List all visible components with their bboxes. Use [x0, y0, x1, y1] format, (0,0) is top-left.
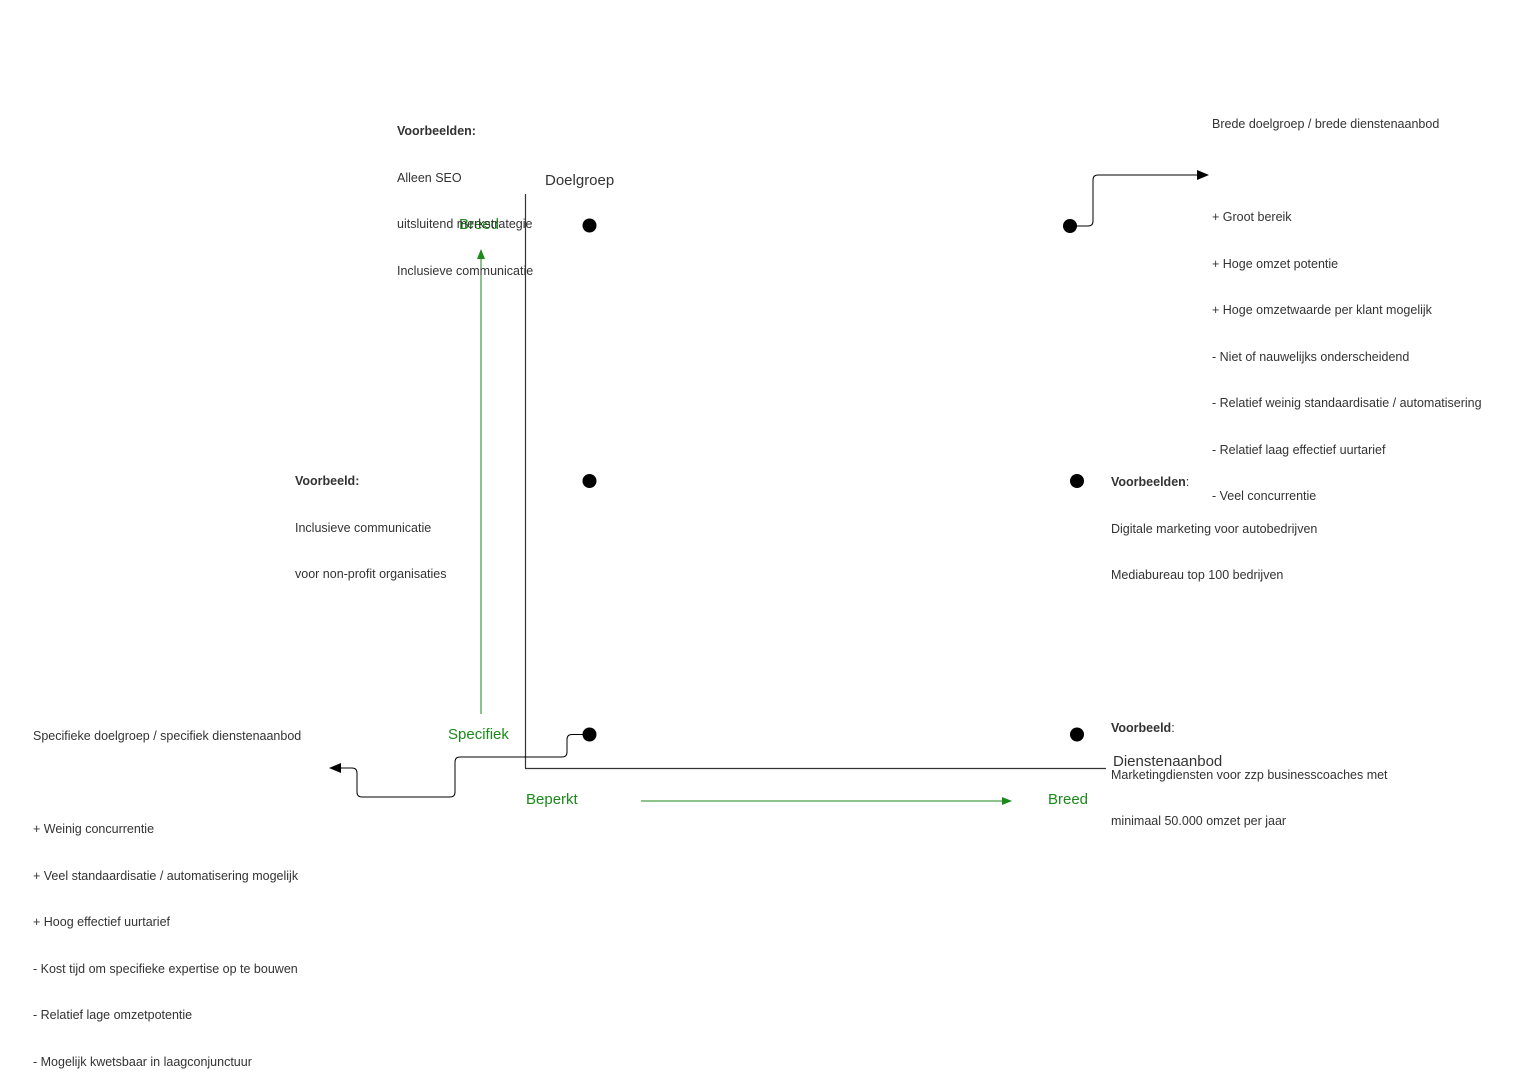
description-line: - Relatief laag effectief uurtarief — [1212, 442, 1386, 457]
description-title: Specifieke doelgroep / specifiek dienste… — [33, 729, 302, 743]
note-top-left: Voorbeelden: Alleen SEO uitsluitend merk… — [397, 93, 533, 295]
y-high-label: Breed — [459, 216, 500, 233]
note-heading: Voorbeeld — [1111, 721, 1172, 735]
note-line: Alleen SEO — [397, 170, 462, 185]
dot-bottom-left — [582, 727, 597, 742]
description-line: + Groot bereik — [1212, 210, 1292, 224]
note-line: Inclusieve communicatie — [295, 520, 432, 535]
description-line: + Veel standaardisatie / automatisering … — [33, 868, 299, 883]
x-high-label: Breed — [1048, 791, 1089, 808]
dot-mid-right — [1070, 474, 1084, 488]
connector-bottom-left — [329, 734, 589, 798]
x-axis-title: Dienstenaanbod — [1113, 753, 1223, 770]
note-line: Marketingdiensten voor zzp businesscoach… — [1111, 767, 1388, 782]
note-heading-suffix: : — [1171, 721, 1175, 735]
note-bottom-right: Voorbeeld: Marketingdiensten voor zzp bu… — [1111, 690, 1388, 845]
diagram-canvas — [329, 170, 1209, 805]
y-axis-title: Doelgroep — [545, 172, 615, 189]
description-title: Brede doelgroep / brede dienstenaanbod — [1212, 117, 1440, 131]
dot-top-left — [582, 218, 597, 233]
description-line: - Relatief lage omzetpotentie — [33, 1008, 193, 1022]
description-line: - Mogelijk kwetsbaar in laagconjunctuur — [33, 1054, 252, 1069]
note-line: uitsluitend merkstrategie — [397, 217, 533, 231]
description-line: - Niet of nauwelijks onderscheidend — [1212, 349, 1410, 364]
description-line: + Hoog effectief uurtarief — [33, 915, 171, 929]
x-low-label: Beperkt — [526, 791, 578, 808]
note-line: voor non-profit organisaties — [295, 567, 447, 581]
note-mid-right: Voorbeelden: Digitale marketing voor aut… — [1111, 444, 1317, 599]
note-mid-left: Voorbeeld: Inclusieve communicatie voor … — [295, 443, 446, 598]
note-line: Mediabureau top 100 bedrijven — [1111, 568, 1284, 582]
y-low-label: Specifiek — [448, 726, 509, 743]
note-heading: Voorbeelden — [1111, 475, 1186, 489]
description-line: - Relatief weinig standaardisatie / auto… — [1212, 396, 1482, 410]
note-heading: Voorbeeld: — [295, 474, 360, 488]
description-bottom-left: Specifieke doelgroep / specifiek dienste… — [33, 698, 301, 1086]
note-heading-suffix: : — [1185, 475, 1190, 489]
note-heading: Voorbeelden: — [397, 124, 476, 138]
note-line: Inclusieve communicatie — [397, 263, 534, 278]
dot-mid-left — [582, 474, 597, 488]
note-line: minimaal 50.000 omzet per jaar — [1111, 814, 1287, 828]
description-line: - Kost tijd om specifieke expertise op t… — [33, 961, 298, 976]
dot-bottom-right — [1070, 727, 1084, 742]
description-line: + Hoge omzetwaarde per klant mogelijk — [1212, 303, 1432, 317]
description-line: + Hoge omzet potentie — [1212, 256, 1339, 271]
description-line: + Weinig concurrentie — [33, 822, 155, 836]
connector-top-right — [1070, 170, 1209, 227]
note-line: Digitale marketing voor autobedrijven — [1111, 521, 1318, 536]
description-top-right: Brede doelgroep / brede dienstenaanbod +… — [1212, 86, 1482, 520]
description-line: - Veel concurrentie — [1212, 489, 1317, 503]
